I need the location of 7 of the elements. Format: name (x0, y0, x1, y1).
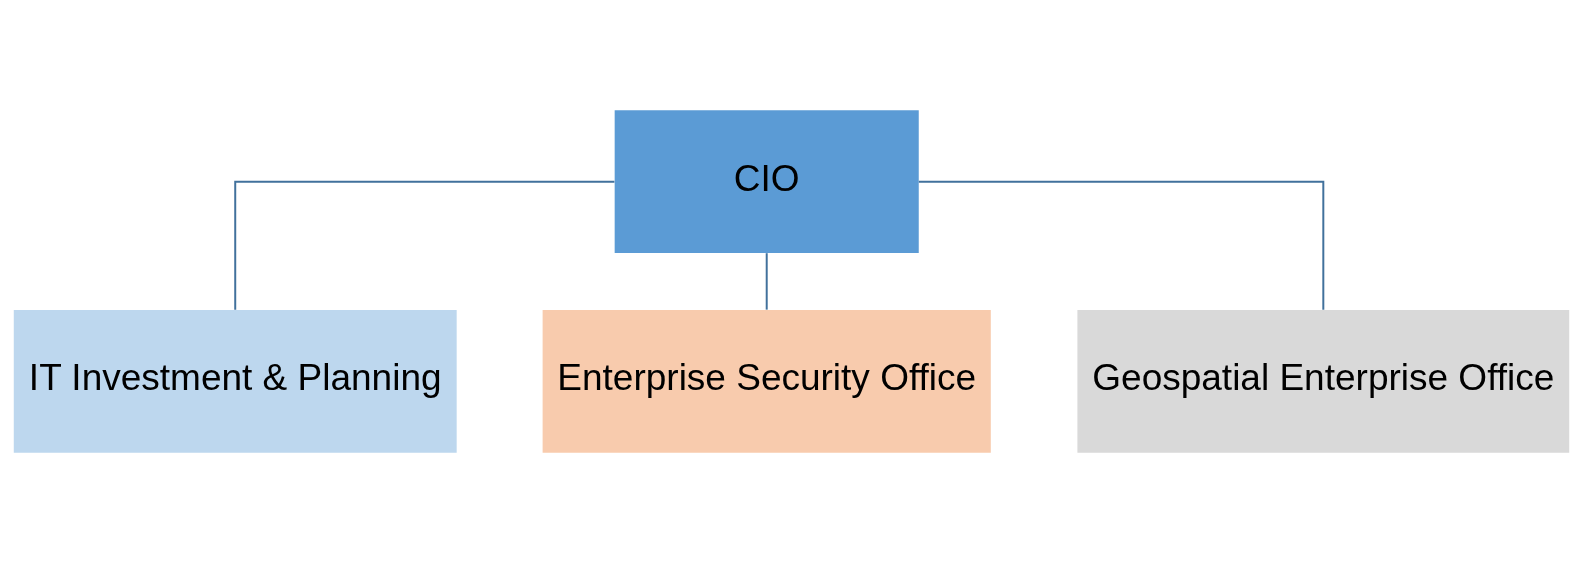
connector (765, 251, 768, 311)
node-box: CIO (614, 109, 919, 253)
connector (917, 180, 1325, 311)
connector (234, 180, 616, 311)
node-box: Geospatial Enterprise Office (1077, 309, 1570, 453)
node-box: Enterprise Security Office (542, 309, 991, 453)
node-box: IT Investment & Planning (13, 309, 457, 453)
